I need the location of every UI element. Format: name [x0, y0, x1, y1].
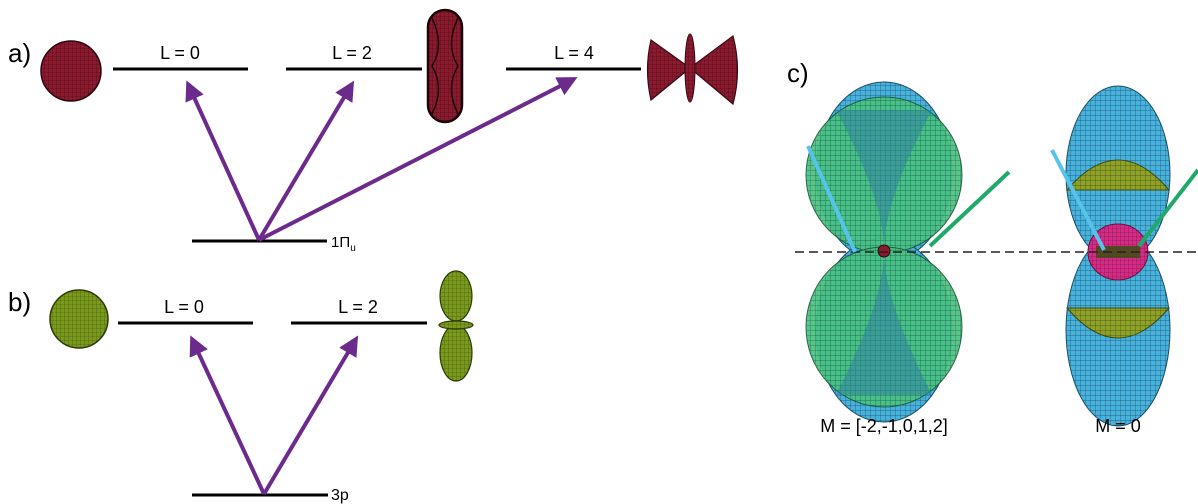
ground-a-label: 1Πu	[331, 234, 356, 254]
arrow-a-L2	[257, 80, 355, 242]
panel-c: c) M = [-2,-1,0,1,2] M = 0	[787, 58, 1198, 436]
c-distribution-M0	[1065, 85, 1171, 427]
c-caption-left: M = [-2,-1,0,1,2]	[820, 416, 948, 436]
a-L4-butterfly-shape	[646, 33, 739, 106]
c-line-green-left	[928, 170, 1011, 248]
b-L0-sphere-shape	[49, 289, 109, 349]
b-L2-dumbbell-shape	[438, 270, 474, 382]
panel-a: a) L = 0 L = 2 L = 4 1Πu	[8, 8, 739, 254]
level-a-L0-label: L = 0	[160, 43, 200, 63]
a-L2-capsule-shape	[426, 8, 464, 124]
c-line-blue-right	[1050, 149, 1106, 251]
arrow-b-L2	[262, 335, 359, 496]
c-line-green-right	[1137, 168, 1198, 248]
level-a-L4-label: L = 4	[554, 43, 594, 63]
arrow-a-L4	[258, 77, 578, 242]
panel-b-label: b)	[8, 287, 31, 317]
arrow-b-L0	[189, 335, 266, 495]
level-b-L2-label: L = 2	[338, 297, 378, 317]
panel-b: b) L = 0 L = 2 3p	[8, 270, 474, 504]
ground-b-label: 3p	[331, 487, 349, 504]
panel-c-label: c)	[787, 58, 809, 88]
panel-a-label: a)	[8, 38, 31, 68]
a-L0-sphere-shape	[40, 40, 102, 102]
level-b-L0-label: L = 0	[164, 297, 204, 317]
level-a-L2-label: L = 2	[332, 43, 372, 63]
c-caption-right: M = 0	[1095, 416, 1141, 436]
arrow-a-L0	[185, 80, 261, 241]
c-distribution-all-M	[805, 81, 963, 423]
c-line-blue-left	[806, 145, 857, 253]
